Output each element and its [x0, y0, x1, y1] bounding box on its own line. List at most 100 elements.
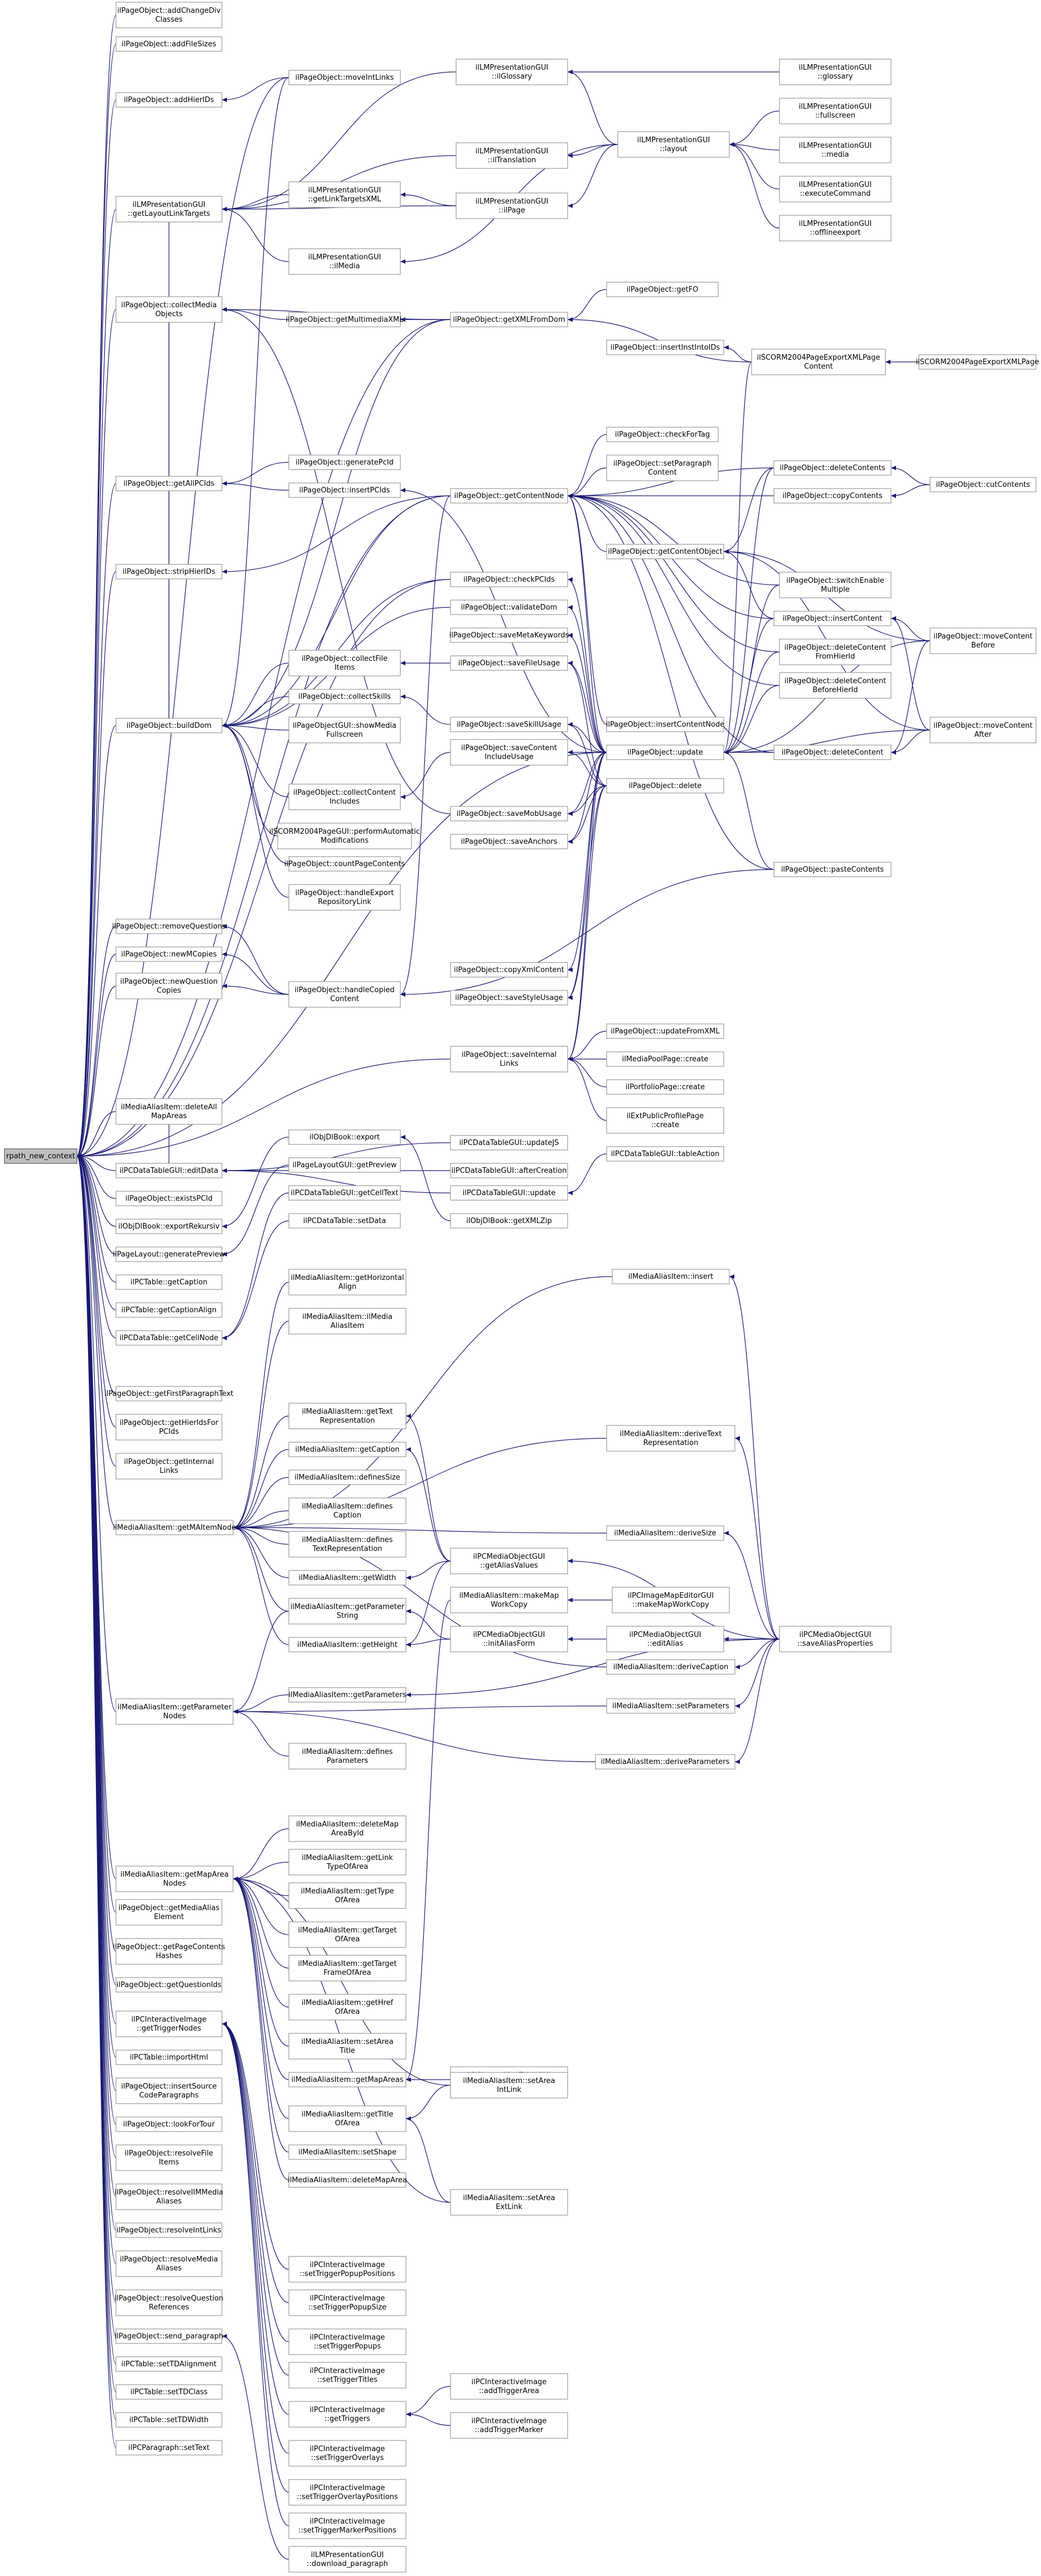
- graph-node[interactable]: ilPageObject::newMCopies: [115, 946, 222, 962]
- graph-node[interactable]: ilLMPresentationGUI::glossary: [779, 59, 892, 85]
- graph-node[interactable]: ilLMPresentationGUI::ilGlossary: [456, 59, 568, 85]
- graph-node[interactable]: ilPageObject::generatePcId: [288, 455, 401, 470]
- graph-node[interactable]: ilPortfolioPage::create: [606, 1079, 724, 1095]
- graph-node[interactable]: ilPCInteractiveImage::setTriggerOverlays: [288, 2440, 406, 2467]
- graph-node[interactable]: ilMediaAliasItem::deriveCaption: [606, 1659, 735, 1675]
- graph-node[interactable]: ilPCDataTableGUI::editData: [115, 1163, 222, 1178]
- graph-node[interactable]: ilPageObject::checkForTag: [606, 427, 719, 442]
- graph-node[interactable]: ilPCDataTable::getCellNode: [115, 1330, 222, 1346]
- graph-node[interactable]: ilMediaAliasItem::getCaption: [288, 1442, 406, 1457]
- graph-node[interactable]: ilMediaAliasItem::deriveSize: [606, 1525, 724, 1541]
- graph-node[interactable]: ilPageObject::cutContents: [929, 477, 1037, 492]
- graph-node[interactable]: ilPageObject::removeQuestions: [112, 919, 226, 934]
- graph-node[interactable]: ilPageObject::saveSkillUsage: [450, 717, 568, 732]
- graph-node[interactable]: ilMediaAliasItem::getHeight: [288, 1637, 406, 1652]
- graph-node[interactable]: ilPageObject::existsPCId: [115, 1191, 222, 1206]
- graph-node[interactable]: ilPageObject::saveMobUsage: [450, 806, 568, 821]
- graph-node[interactable]: ilPCInteractiveImage::setTriggerPopupPos…: [288, 2256, 406, 2283]
- graph-node[interactable]: ilSCORM2004PageExportXMLPage: [916, 354, 1039, 370]
- graph-node[interactable]: ilObjDlBook::getXMLZip: [450, 1213, 568, 1229]
- graph-node[interactable]: ilPageObject::copyContents: [773, 488, 892, 504]
- graph-node[interactable]: ilPageObject::getContentNode: [450, 488, 568, 504]
- graph-node[interactable]: ilPageObject::addFileSizes: [115, 36, 222, 52]
- graph-node[interactable]: ilPageObject::getFO: [606, 282, 719, 297]
- graph-node[interactable]: ilPageObject::saveStyleUsage: [450, 990, 568, 1006]
- graph-node[interactable]: ilPCMediaObjectGUI::initAliasForm: [450, 1626, 568, 1652]
- graph-node[interactable]: ilPageObject::deleteContent: [773, 745, 892, 760]
- graph-node[interactable]: ilPageLayoutGUI::getPreview: [288, 1157, 401, 1173]
- graph-node[interactable]: ilPCDataTableGUI::afterCreation: [450, 1163, 568, 1178]
- graph-node[interactable]: ilLMPresentationGUI::download_paragraph: [288, 2546, 406, 2573]
- graph-node[interactable]: ilPageObject::stripHierIDs: [115, 564, 222, 579]
- graph-node[interactable]: ilPCInteractiveImage::getTriggers: [288, 2401, 406, 2428]
- graph-node[interactable]: ilPageObject::buildDom: [115, 718, 222, 733]
- graph-node[interactable]: ilMediaAliasItem::getParameters: [288, 1687, 406, 1703]
- graph-node[interactable]: ilPageObject::validateDom: [450, 600, 568, 615]
- graph-node[interactable]: ilLMPresentationGUI::ilMedia: [288, 248, 401, 275]
- graph-node[interactable]: ilMediaAliasItem::getWidth: [288, 1570, 406, 1586]
- graph-node[interactable]: ilPCTable::setTDClass: [115, 2384, 222, 2400]
- graph-node[interactable]: ilLMPresentationGUI::getLayoutLinkTarget…: [115, 196, 222, 223]
- graph-node[interactable]: ilPageObject::saveMetaKeywords: [449, 627, 569, 643]
- graph-node[interactable]: ilMediaAliasItem::deriveParameters: [595, 1754, 735, 1770]
- graph-node[interactable]: ilPageObject::moveIntLinks: [288, 70, 401, 85]
- graph-node[interactable]: ilObjDlBook::exportRekursiv: [115, 1219, 222, 1234]
- graph-node[interactable]: ilPageObject::lookForTour: [115, 2116, 222, 2132]
- graph-node[interactable]: ilPCDataTableGUI::update: [450, 1185, 568, 1201]
- graph-node[interactable]: ilPCTable::setTDWidth: [115, 2412, 222, 2428]
- graph-node[interactable]: ilExtPublicProfilePage::create: [606, 1107, 724, 1134]
- graph-node[interactable]: ilPCMediaObjectGUI::editAlias: [606, 1626, 724, 1652]
- graph-node[interactable]: ilPageObject::pasteContents: [773, 862, 892, 877]
- graph-node[interactable]: ilPCInteractiveImage::setTriggerTitles: [288, 2362, 406, 2389]
- graph-node[interactable]: ilLMPresentationGUI::layout: [617, 131, 730, 158]
- graph-node[interactable]: ilPCDataTableGUI::tableAction: [606, 1146, 724, 1162]
- graph-node[interactable]: ilMediaPoolPage::create: [606, 1051, 724, 1067]
- graph-node[interactable]: ilPageObject::insertPCIds: [288, 482, 401, 498]
- graph-node[interactable]: ilPageObject::addHierIDs: [115, 92, 222, 108]
- graph-node[interactable]: ilLMPresentationGUI::ilTranslation: [456, 142, 568, 169]
- graph-node[interactable]: ilPCInteractiveImage::addTriggerArea: [450, 2373, 568, 2400]
- graph-node[interactable]: ilMediaAliasItem::deleteMapArea: [288, 2172, 407, 2188]
- graph-node[interactable]: ilPCImageMapEditorGUI::makeMapWorkCopy: [612, 1587, 730, 1613]
- graph-node[interactable]: ilPCTable::getCaption: [115, 1274, 222, 1290]
- graph-node[interactable]: ilPageObject::delete: [606, 778, 724, 794]
- graph-node[interactable]: ilMediaAliasItem::makeMapWorkCopy: [450, 1587, 568, 1613]
- graph-node[interactable]: ilObjDlBook::export: [288, 1129, 401, 1145]
- graph-node[interactable]: ilPCTable::setTDAlignment: [115, 2356, 222, 2372]
- graph-node[interactable]: ilPageObject::deleteContents: [773, 460, 892, 476]
- graph-node[interactable]: ilLMPresentationGUI::offlineexport: [779, 215, 892, 241]
- graph-node[interactable]: ilPCDataTable::setData: [288, 1213, 401, 1229]
- graph-node[interactable]: ilPageObject::insertContentNode: [606, 717, 725, 732]
- graph-node[interactable]: ilPageObject::getXMLFromDom: [450, 312, 568, 327]
- graph-node[interactable]: ilPCTable::importHtml: [115, 2050, 222, 2065]
